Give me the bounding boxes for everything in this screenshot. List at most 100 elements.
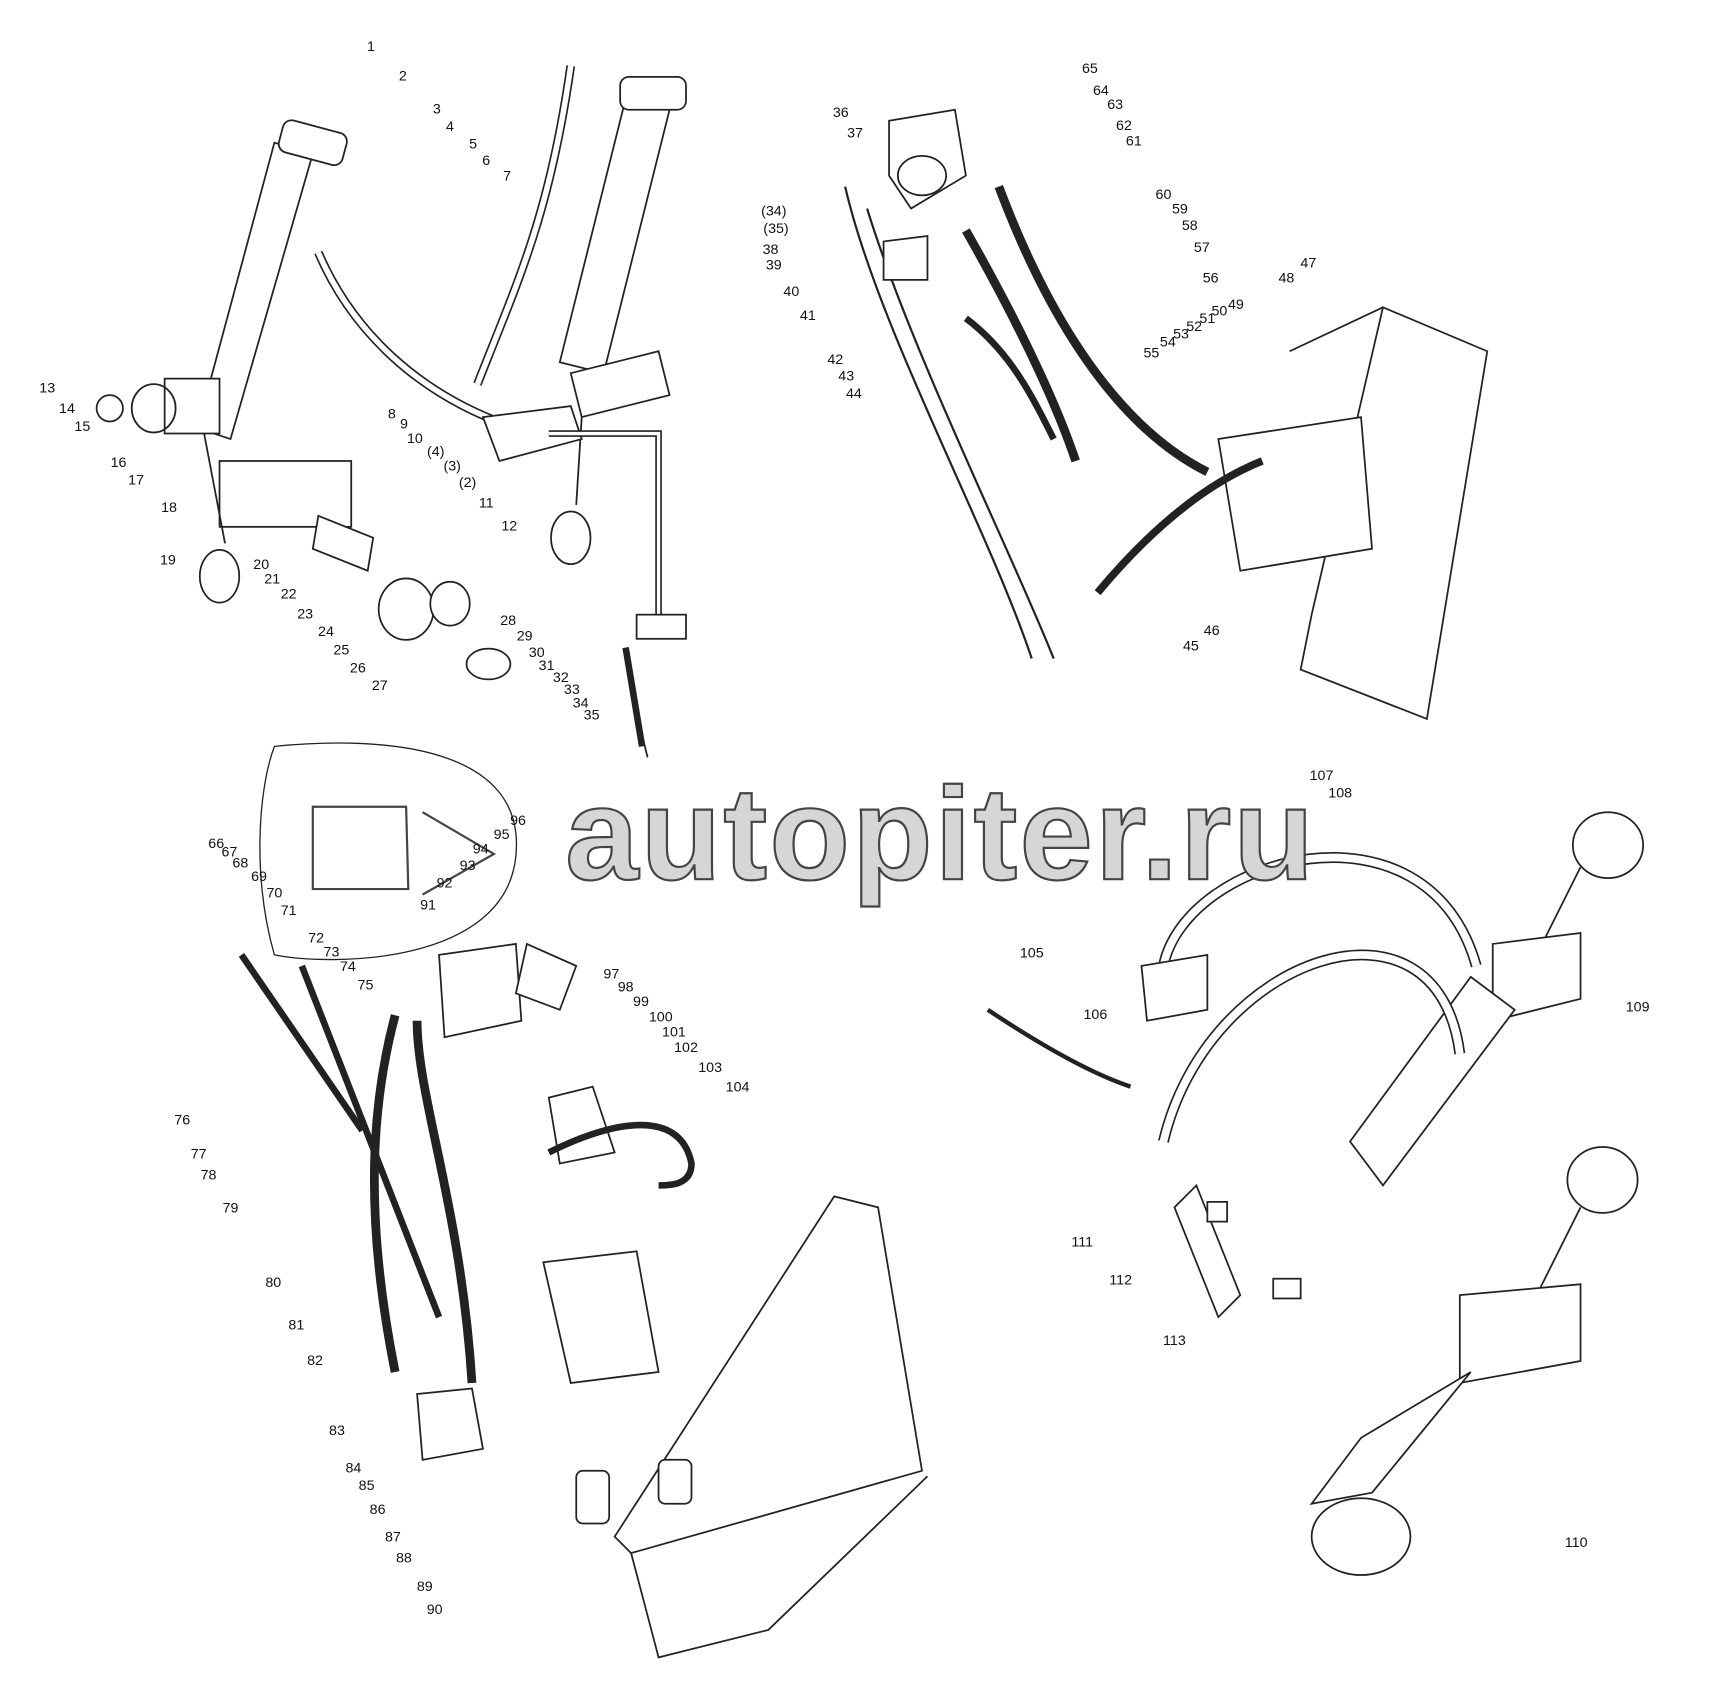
callout-41: 41 [799,306,816,324]
callout-69: 69 [251,867,267,885]
callout-81: 81 [288,1316,305,1334]
callout-39: 39 [765,256,782,273]
callout-15: 15 [74,417,91,435]
callout-53: 53 [1173,325,1189,342]
callout-65: 65 [1081,59,1098,77]
lift-cylinder-left [95,119,512,681]
callout-57: 57 [1193,238,1210,256]
callout-37: 37 [847,124,863,142]
watermark-text: autopiter.ru [564,760,1317,908]
callout-85: 85 [358,1476,375,1494]
callout-17: 17 [128,471,145,488]
callout-32: 32 [552,668,569,686]
callout-98: 98 [617,978,634,995]
callout-56: 56 [1202,269,1219,286]
callout-14: 14 [59,400,75,417]
callout-29: 29 [516,627,533,644]
lift-cylinder-right [314,65,687,758]
callout-59: 59 [1171,200,1188,217]
callout-35: 35 [583,706,600,723]
watermark-logo [311,805,497,896]
callout-91: 91 [420,896,437,913]
callout-27: 27 [371,676,388,694]
callout-94: 94 [472,840,489,857]
callout-84: 84 [345,1459,362,1476]
callout-46: 46 [1203,621,1220,639]
callout-12: 12 [501,517,518,534]
callout-83: 83 [329,1421,345,1439]
callout-2: 2 [398,67,407,84]
callout-79: 79 [222,1199,239,1216]
callout-92: 92 [436,874,453,891]
callout-62: 62 [1116,116,1132,134]
callout-111: 111 [1071,1233,1094,1250]
callout-110: 110 [1564,1533,1588,1551]
callout-82: 82 [307,1351,323,1369]
callout-25: 25 [333,641,350,659]
callout-96: 96 [510,811,527,829]
callout-78: 78 [200,1166,217,1183]
callout-80: 80 [265,1273,282,1291]
callout-63: 63 [1107,96,1124,113]
callout-20: 20 [253,555,270,573]
callout-75: 75 [357,976,374,993]
callout-33: 33 [563,681,580,698]
callout-49: 49 [1227,295,1244,313]
callout-1: 1 [367,37,375,55]
callout-113: 113 [1163,1331,1186,1349]
callout-24: 24 [318,622,334,640]
callout-86: 86 [369,1500,386,1518]
callout-30: 30 [528,643,545,661]
hydraulic-tank-bottom [238,742,929,1659]
callout-103: 103 [698,1058,723,1076]
callout-112: 112 [1109,1271,1133,1289]
callout-28: 28 [500,611,517,629]
callout-9: 9 [399,415,408,432]
callout-26: 26 [349,659,366,676]
callout-p4p: (4) [427,442,445,460]
callout-61: 61 [1125,132,1142,149]
callout-58: 58 [1181,216,1198,234]
callout-95: 95 [493,825,510,843]
callout-4: 4 [446,117,454,135]
callout-11: 11 [478,494,494,511]
callout-88: 88 [395,1549,412,1566]
callout-64: 64 [1092,81,1109,99]
callout-p3p: (3) [443,457,461,474]
callout-51: 51 [1199,310,1216,327]
callout-10: 10 [406,429,423,447]
callout-50: 50 [1211,302,1228,319]
callout-48: 48 [1278,269,1295,286]
callout-60: 60 [1155,186,1172,203]
callout-52: 52 [1186,317,1203,335]
callout-18: 18 [161,498,177,516]
callout-102: 102 [674,1038,698,1056]
callout-93: 93 [459,856,476,874]
callout-90: 90 [426,1600,443,1618]
callout-47: 47 [1300,254,1317,271]
callout-70: 70 [266,884,283,901]
callout-31: 31 [538,656,555,674]
callout-100: 100 [648,1008,673,1025]
callout-99: 99 [633,992,649,1010]
callout-67: 67 [221,843,238,860]
callout-55: 55 [1143,344,1160,361]
callout-34: 34 [572,694,589,711]
callout-8: 8 [387,405,396,423]
callout-54: 54 [1159,333,1176,350]
callout-104: 104 [725,1078,750,1095]
callout-19: 19 [159,551,176,569]
callout-44: 44 [845,384,862,402]
callout-p2p: (2) [458,473,477,491]
callout-72: 72 [308,929,325,946]
callout-21: 21 [264,570,281,587]
callout-66: 66 [208,834,225,852]
callout-42: 42 [827,350,844,368]
callout-109: 109 [1625,998,1650,1015]
callout-16: 16 [110,453,127,471]
callout-108: 108 [1328,784,1353,801]
callout-43: 43 [838,367,855,384]
boom-cylinders [986,811,1644,1576]
callout-89: 89 [416,1577,433,1595]
